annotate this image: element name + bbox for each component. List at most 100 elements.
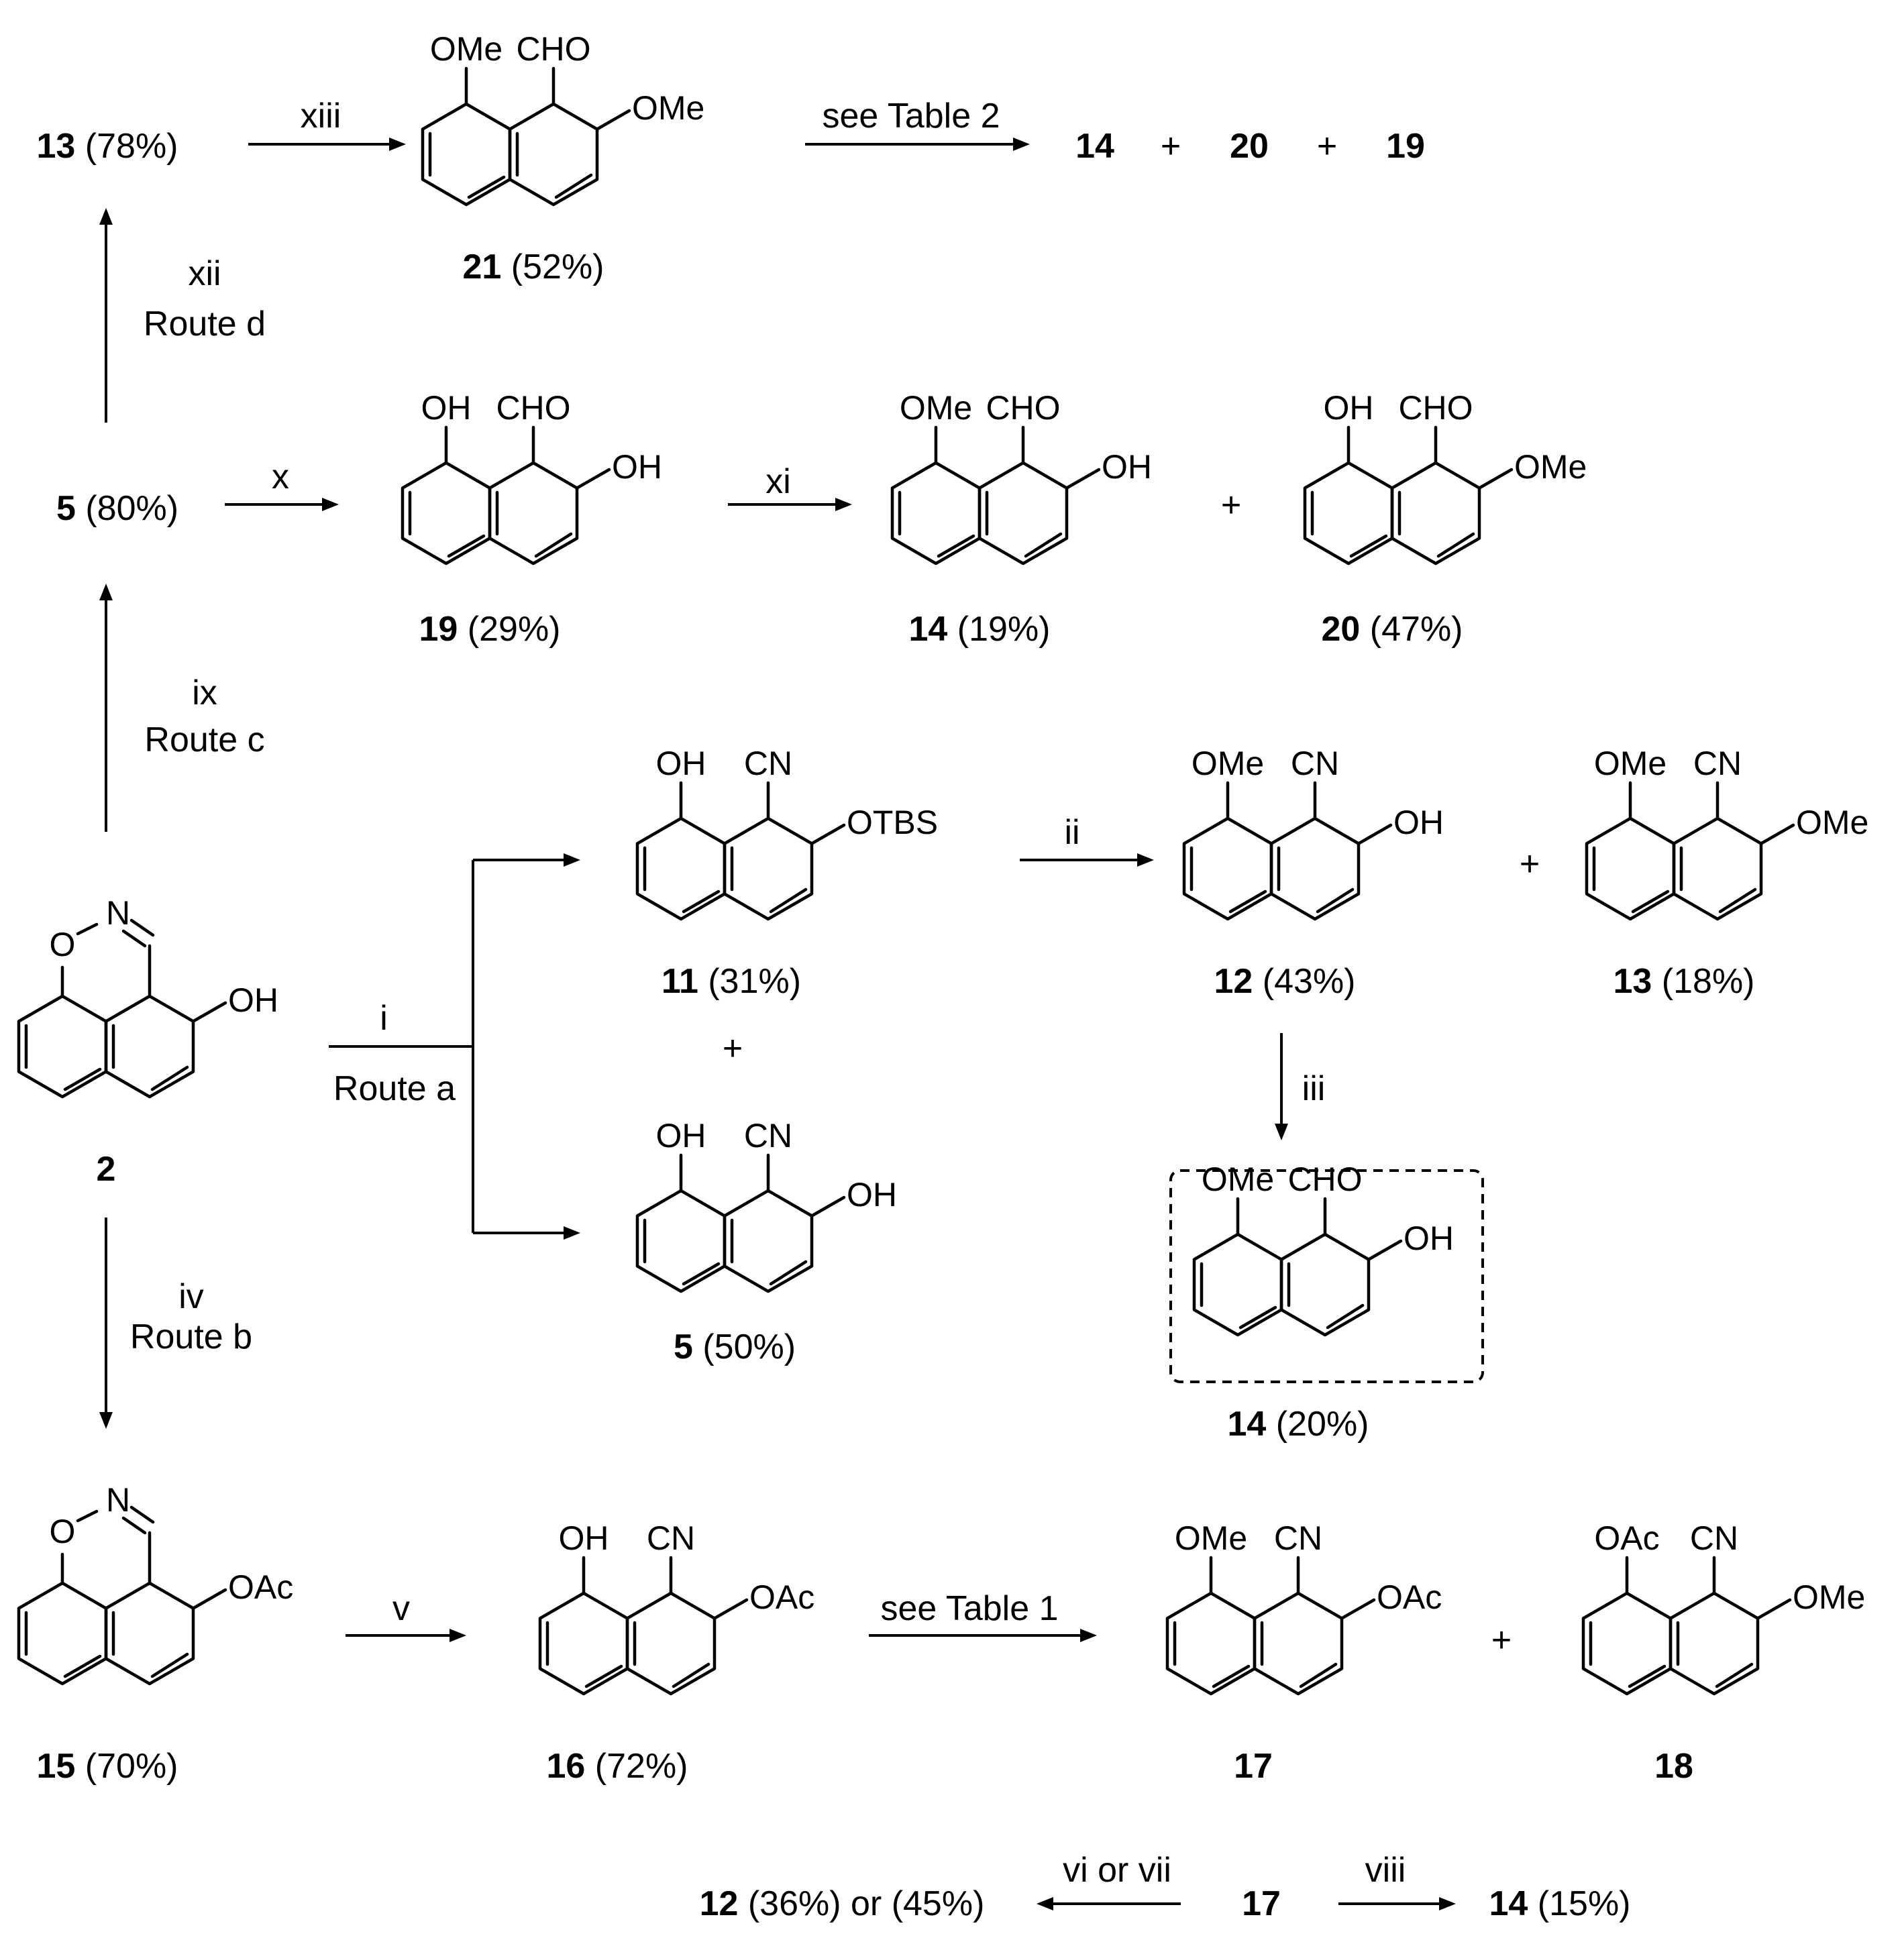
label-19: 19 (29%) [419, 610, 560, 649]
text-label: ix [192, 673, 217, 712]
text-label: xiii [301, 97, 341, 136]
text-label: OAc [1377, 1578, 1442, 1616]
label-14-boxed: 14 (20%) [1227, 1405, 1369, 1444]
text-label: O [50, 926, 76, 963]
text-label: OH [656, 745, 706, 782]
label-part: 14 [1227, 1405, 1266, 1444]
text-label: + [1161, 127, 1181, 166]
text-label: OH [559, 1519, 609, 1557]
compound-labels: 13 (78%) 21 (52%) 5 (80%) 19 (29%) 14 (1… [36, 127, 1754, 1923]
label-13-top: 13 (78%) [36, 127, 178, 166]
label-16: 16 (72%) [546, 1747, 688, 1786]
label-part: 19 [419, 610, 458, 649]
text-label: O [50, 1513, 76, 1550]
text-label: N [106, 1481, 130, 1519]
text-label: CHO [1398, 389, 1473, 427]
label-part: (50%) [702, 1328, 796, 1366]
text-label: Route c [144, 720, 264, 759]
label-18: 18 [1654, 1747, 1693, 1786]
text-label: CHO [516, 30, 590, 68]
label-part: (15%) [1538, 1884, 1631, 1923]
text-label: + [1491, 1621, 1512, 1660]
structure-13: OMe CN OMe [1587, 745, 1868, 919]
label-2: 2 [97, 1150, 116, 1189]
text-label: OMe [900, 389, 972, 427]
structure-15: O N OAc [19, 1481, 293, 1684]
label-part: 16 [546, 1747, 585, 1786]
structure-5: OH CN OH [637, 1117, 897, 1291]
text-label: OMe [1796, 804, 1868, 841]
label-17-bottom: 17 [1242, 1884, 1281, 1923]
structure-14-mid: OMe CHO OH [892, 389, 1152, 563]
text-label: OMe [1514, 448, 1587, 486]
label-11: 11 (31%) [662, 962, 801, 1001]
text-label: N [106, 894, 130, 932]
text-label: Route d [144, 305, 266, 343]
structure-20: OH CHO OMe [1305, 389, 1587, 563]
text-label: OMe [1175, 1519, 1247, 1557]
text-label: + [1221, 486, 1241, 525]
structure-12: OMe CN OH [1184, 745, 1444, 919]
text-label: OAc [1594, 1519, 1659, 1557]
label-part: 20 [1321, 610, 1360, 649]
text-label: OMe [632, 89, 704, 127]
label-part: 5 [56, 489, 76, 528]
structure-21: OMe CHO OMe [423, 30, 704, 205]
text-label: i [380, 999, 388, 1038]
text-label: CHO [1287, 1161, 1362, 1198]
label-part: (31%) [708, 962, 801, 1001]
text-label: xi [765, 462, 791, 501]
text-label: OMe [1192, 745, 1264, 782]
table2-products: 14 + 20 + 19 [1075, 127, 1425, 166]
label-part: 14 [1489, 1884, 1528, 1923]
text-label: CN [744, 1117, 792, 1154]
text-label: xii [188, 254, 221, 293]
structure-19: OH CHO OH [403, 389, 662, 563]
label-part: (72%) [595, 1747, 688, 1786]
text-label: Route a [333, 1069, 456, 1108]
arrows [99, 138, 1456, 1910]
text-label: iv [178, 1277, 204, 1316]
text-label: iii [1302, 1069, 1326, 1108]
label-13-right: 13 (18%) [1613, 962, 1754, 1001]
label-12-bottom: 12 (36%) or (45%) [700, 1884, 985, 1923]
label-part: (18%) [1662, 962, 1755, 1001]
label-5-low: 5 (50%) [674, 1328, 796, 1366]
text-label: OH [612, 448, 662, 486]
structure-17: OMe CN OAc [1167, 1519, 1442, 1694]
text-label: OH [421, 389, 472, 427]
label-14-mid: 14 (19%) [908, 610, 1050, 649]
plus-signs: + + + + [723, 486, 1540, 1660]
text-label: + [723, 1029, 743, 1068]
text-label: OH [1393, 804, 1444, 841]
text-label: 19 [1386, 127, 1425, 166]
structure-11: OH CN OTBS [637, 745, 938, 919]
text-label: see Table 2 [822, 97, 1000, 136]
text-label: OH [228, 981, 278, 1019]
text-label: OMe [1793, 1578, 1865, 1616]
label-part: (70%) [85, 1747, 178, 1786]
highlight-box [1169, 1169, 1484, 1383]
structure-16: OH CN OAc [540, 1519, 814, 1694]
text-label: vi or vii [1063, 1851, 1171, 1890]
label-part: (36%) or (45%) [748, 1884, 985, 1923]
label-part: (20%) [1276, 1405, 1369, 1444]
label-12: 12 (43%) [1214, 962, 1355, 1001]
text-label: OMe [1202, 1161, 1274, 1198]
text-label: ii [1064, 813, 1079, 852]
text-label: OH [656, 1117, 706, 1154]
label-part: (29%) [468, 610, 561, 649]
label-part: 14 [908, 610, 947, 649]
text-label: CN [1693, 745, 1742, 782]
text-label: CN [647, 1519, 695, 1557]
text-label: CN [744, 745, 792, 782]
label-part: 21 [462, 248, 501, 286]
text-label: OH [1404, 1220, 1454, 1257]
label-5-mid: 5 (80%) [56, 489, 178, 528]
label-part: (78%) [85, 127, 178, 166]
text-label: CN [1274, 1519, 1322, 1557]
label-part: (80%) [85, 489, 178, 528]
text-label: CN [1291, 745, 1339, 782]
label-part: (43%) [1263, 962, 1356, 1001]
